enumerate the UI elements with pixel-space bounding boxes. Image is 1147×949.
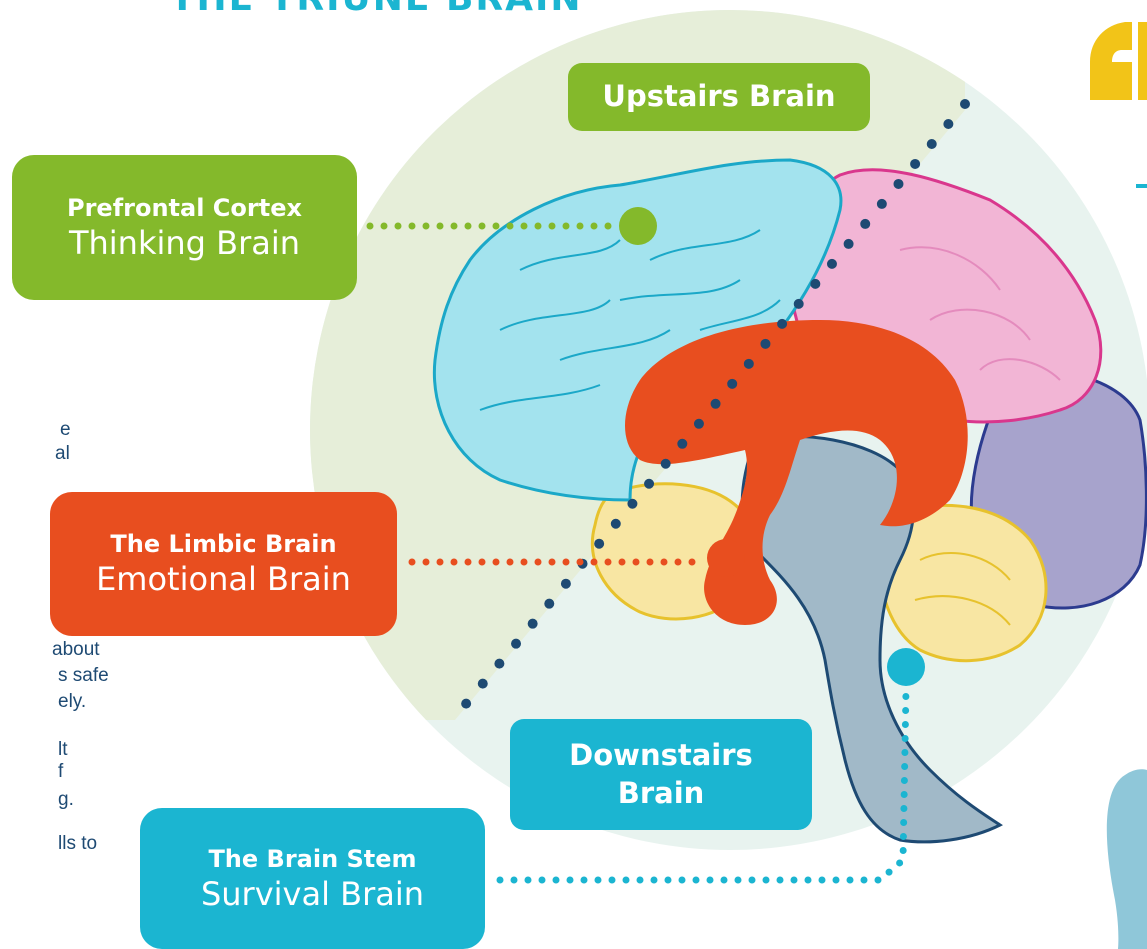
text-fragment: ely. <box>58 690 86 714</box>
stem-sub: The Brain Stem <box>208 844 416 874</box>
text-fragment: g. <box>58 788 74 812</box>
limbic-dot <box>707 539 745 577</box>
decor-dash <box>1136 184 1147 188</box>
text-fragment: s safe <box>58 664 109 688</box>
text-fragment: lls to <box>58 832 97 856</box>
decor-swirl <box>1107 769 1147 949</box>
text-fragment: f <box>58 760 63 784</box>
prefrontal-sub: Prefrontal Cortex <box>67 193 302 223</box>
downstairs-tag: Downstairs Brain <box>510 719 812 830</box>
limbic-label: The Limbic Brain Emotional Brain <box>50 492 397 636</box>
stem-label: The Brain Stem Survival Brain <box>140 808 485 949</box>
limbic-main: Emotional Brain <box>96 559 351 599</box>
prefrontal-main: Thinking Brain <box>69 223 300 263</box>
quote-mark-icon <box>1090 22 1147 100</box>
downstairs-tag-line2: Brain <box>618 775 705 813</box>
upstairs-tag-text: Upstairs Brain <box>602 78 835 116</box>
upstairs-tag: Upstairs Brain <box>568 63 870 131</box>
text-fragment: al <box>55 442 70 466</box>
stem-dot <box>887 648 925 686</box>
prefrontal-label: Prefrontal Cortex Thinking Brain <box>12 155 357 300</box>
prefrontal-dot <box>619 207 657 245</box>
downstairs-tag-line1: Downstairs <box>569 737 753 775</box>
stem-main: Survival Brain <box>201 874 424 914</box>
diagram-title: THE TRIUNE BRAIN <box>170 0 583 19</box>
text-fragment: lt <box>58 738 68 762</box>
text-fragment: about <box>52 638 100 662</box>
limbic-sub: The Limbic Brain <box>110 529 336 559</box>
text-fragment: e <box>60 418 71 442</box>
